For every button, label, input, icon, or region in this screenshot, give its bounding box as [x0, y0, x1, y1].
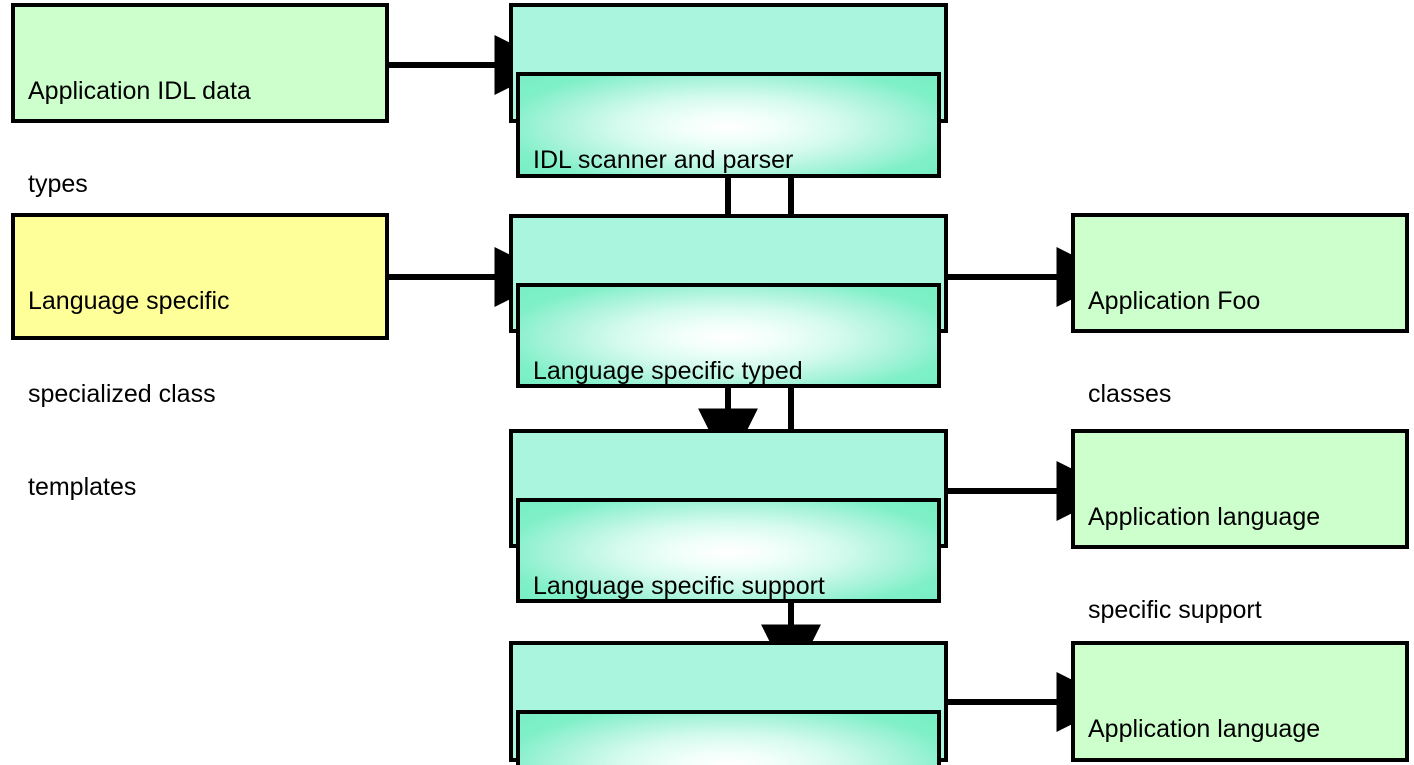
- node-label-line: Application language: [1088, 503, 1321, 531]
- node-inner-surface: IDL scanner and parser: [516, 72, 941, 178]
- node-application-idl-data-types[interactable]: Application IDL data types: [11, 3, 389, 198]
- node-label-line: specialized class: [28, 380, 216, 408]
- node-application-language-specific-support-functions[interactable]: Application language specific support fu…: [1071, 429, 1409, 717]
- node-label-line: classes: [1088, 380, 1172, 408]
- node-label-line: IDL scanner and parser: [533, 146, 794, 174]
- node-inner-surface: Language specific support functions gene…: [516, 498, 941, 693]
- node-inner-surface: Language specific typed Foo classes gene…: [516, 283, 941, 478]
- node-language-specific-typed-foo-classes-generator[interactable]: Language specific typed Foo classes gene…: [509, 214, 948, 478]
- node-language-specific-support-functions-generator[interactable]: Language specific support functions gene…: [509, 429, 948, 693]
- node-application-foo-classes[interactable]: Application Foo classes: [1071, 213, 1409, 408]
- node-label-line: Application Foo: [1088, 287, 1261, 315]
- node-label-line: Application language: [1088, 715, 1321, 743]
- node-label-line: templates: [28, 473, 137, 501]
- node-inner-surface: Language specific data type generator: [516, 710, 941, 765]
- node-application-language-specific-data-types[interactable]: Application language specific data types: [1071, 641, 1409, 762]
- node-label-line: types: [28, 170, 88, 198]
- node-label-line: Language specific typed: [533, 357, 803, 385]
- node-language-specific-data-type-generator[interactable]: Language specific data type generator: [509, 641, 948, 765]
- node-language-specific-specialized-class-templates[interactable]: Language specific specialized class temp…: [11, 213, 389, 501]
- node-label-line: Language specific: [28, 287, 230, 315]
- node-label-line: specific support: [1088, 596, 1262, 624]
- node-label-line: Application IDL data: [28, 77, 251, 105]
- node-label-line: Language specific support: [533, 572, 825, 600]
- node-idl-scanner-and-parser[interactable]: IDL scanner and parser: [509, 3, 948, 178]
